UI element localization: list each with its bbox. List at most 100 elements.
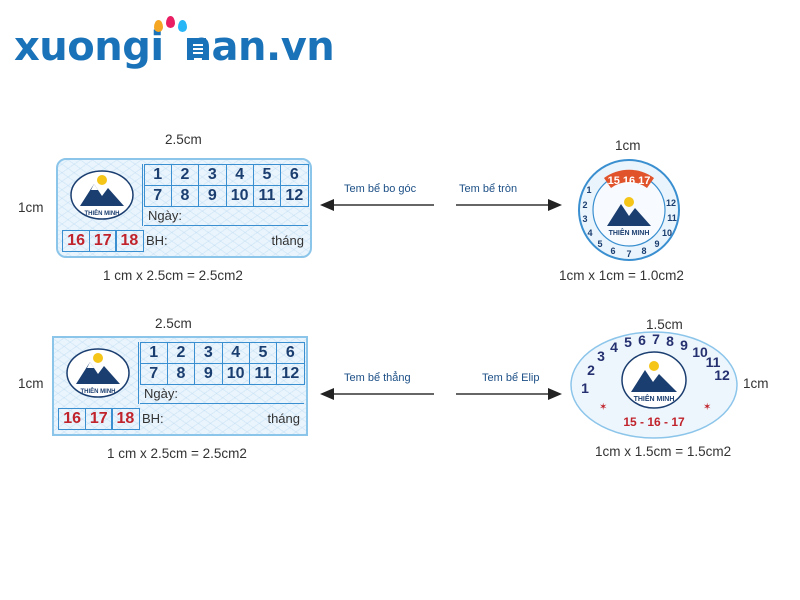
arrow-left-icon	[320, 388, 334, 400]
top-days-text: 15 16 17	[608, 175, 651, 187]
ring-number: 8	[666, 333, 674, 349]
month-grid: 1 2 3 4 5 6 7 8 9 10 11 12	[139, 341, 305, 385]
month-cell: 7	[143, 184, 172, 207]
arrows-row-bottom	[320, 388, 562, 400]
date-field-label: Ngày:	[144, 208, 308, 226]
day-boxes: 16 17 18	[58, 408, 140, 430]
ring-number: 9	[680, 337, 688, 353]
ring-number: 11	[667, 213, 677, 223]
mountain-logo-icon	[607, 204, 651, 226]
month-cell: 6	[276, 341, 305, 364]
dimension-width-label: 2.5cm	[155, 316, 192, 331]
month-cell: 12	[280, 184, 309, 207]
dimension-height-label: 1cm	[743, 376, 769, 391]
ring-number: 12	[666, 198, 676, 208]
sticker-logo-box: THIÊN MINH	[62, 164, 143, 226]
ring-number: 11	[706, 354, 721, 370]
month-cell: 1	[139, 341, 168, 364]
month-ring: 1 2 3 4 5 6 7 8 9 10 11 12	[582, 185, 676, 259]
arrow-left-icon	[320, 199, 334, 211]
month-cell: 10	[221, 362, 250, 385]
arrow-label: Tem bể bo góc	[344, 183, 417, 195]
ring-number: 10	[692, 344, 708, 360]
ring-number: 2	[582, 200, 587, 210]
month-cell: 2	[170, 163, 200, 186]
month-cell: 8	[170, 184, 200, 207]
ring-number: 6	[610, 246, 615, 256]
date-field-label: Ngày:	[140, 386, 304, 404]
ring-number: 6	[638, 332, 646, 348]
month-cell: 8	[166, 362, 196, 385]
ring-number: 12	[714, 367, 730, 383]
ring-number: 5	[597, 239, 602, 249]
dimension-height-label: 1cm	[18, 376, 44, 391]
ring-number: 1	[586, 185, 591, 195]
mountain-logo-icon: THIÊN MINH	[66, 348, 130, 398]
arrow-right-icon	[548, 199, 562, 211]
month-cell: 3	[198, 163, 227, 186]
month-cell: 9	[198, 184, 227, 207]
brand-text: THIÊN MINH	[85, 209, 120, 217]
ring-number: 9	[654, 239, 659, 249]
day-cell: 16	[62, 230, 91, 252]
month-cell: 2	[166, 341, 196, 364]
area-label: 1 cm x 2.5cm = 2.5cm2	[103, 268, 243, 283]
ring-number: 4	[610, 339, 618, 355]
ring-number: 5	[624, 334, 632, 350]
ring-number: 3	[582, 214, 587, 224]
sticker-bottom-row: 16 17 18 BH: tháng	[62, 230, 308, 252]
sticker-bottom-row: 16 17 18 BH: tháng	[58, 408, 304, 430]
month-unit-label: tháng	[271, 233, 304, 248]
warranty-label: BH:	[142, 411, 164, 426]
arrow-label: Tem bể thẳng	[344, 372, 411, 384]
day-cell: 17	[88, 230, 117, 252]
month-cell: 5	[248, 341, 278, 364]
brand-text: THIÊN MINH	[81, 387, 116, 395]
day-cell: 18	[111, 408, 140, 430]
day-arc	[604, 169, 654, 188]
mountain-logo-icon: THIÊN MINH	[70, 170, 134, 220]
ellipse-sticker: 1 2 3 4 5 6 7 8 9 10 11 12 THIÊN MINH 15…	[570, 331, 738, 439]
printer-icon	[190, 38, 206, 58]
day-boxes: 16 17 18	[62, 230, 144, 252]
month-ring: 1 2 3 4 5 6 7 8 9 10 11 12	[581, 331, 730, 396]
day-cell: 16	[58, 408, 87, 430]
ring-number: 10	[662, 228, 672, 238]
ring-number: 2	[587, 362, 595, 378]
area-label: 1cm x 1cm = 1.0cm2	[559, 268, 684, 283]
month-cell: 5	[252, 163, 282, 186]
month-cell: 4	[225, 163, 254, 186]
arrows-row-top	[320, 199, 562, 211]
arrow-right-icon	[548, 388, 562, 400]
month-cell: 7	[139, 362, 168, 385]
month-cell: 9	[194, 362, 223, 385]
month-cell: 12	[276, 362, 305, 385]
ring-number: 3	[597, 348, 605, 364]
brand-text: THIÊN MINH	[609, 228, 650, 237]
logo-drop-icon	[178, 20, 187, 32]
star-icon: ✶	[703, 402, 711, 413]
mountain-logo-icon	[631, 370, 677, 392]
month-cell: 6	[280, 163, 309, 186]
star-icon: ✶	[599, 402, 607, 413]
straight-edge-sticker: THIÊN MINH 1 2 3 4 5 6 7 8 9 10 11 12 Ng…	[52, 336, 308, 436]
area-label: 1 cm x 2.5cm = 2.5cm2	[107, 446, 247, 461]
arrow-label: Tem bể tròn	[459, 183, 518, 195]
ring-number: 7	[652, 331, 660, 347]
month-cell: 10	[225, 184, 254, 207]
logo-drop-icon	[154, 20, 163, 32]
round-sticker: 15 16 17 1 2 3 4 5 6 7 8 9 10 11 12 THIÊ…	[578, 159, 680, 261]
brand-text: THIÊN MINH	[634, 394, 675, 403]
ring-number: 4	[587, 228, 592, 238]
bottom-days-text: 15 - 16 - 17	[623, 415, 685, 429]
dimension-width-label: 2.5cm	[165, 132, 202, 147]
ring-number: 1	[581, 380, 589, 396]
month-cell: 1	[143, 163, 172, 186]
dimension-width-label: 1.5cm	[646, 317, 683, 332]
warranty-label: BH:	[146, 233, 168, 248]
ring-number: 8	[641, 246, 646, 256]
month-cell: 11	[248, 362, 278, 385]
sticker-logo-box: THIÊN MINH	[58, 342, 139, 404]
area-label: 1cm x 1.5cm = 1.5cm2	[595, 444, 732, 459]
